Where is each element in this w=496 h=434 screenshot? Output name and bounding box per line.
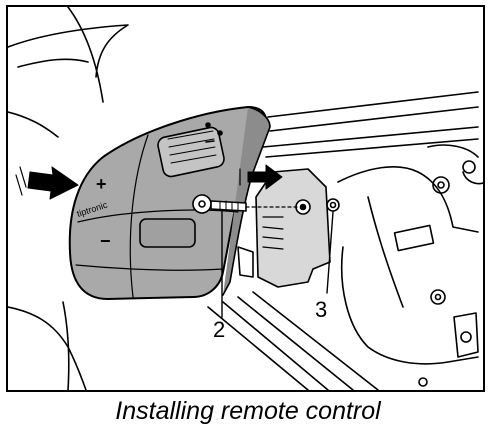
plus-button-label: + — [96, 174, 107, 194]
figure-caption: Installing remote control — [115, 397, 381, 425]
callout-leaders — [221, 211, 334, 318]
direction-arrows — [15, 164, 283, 200]
minus-button-label: − — [100, 231, 111, 251]
screw — [192, 194, 301, 214]
hub-structure — [337, 144, 483, 387]
diagram-drawing: tiptronic + − — [8, 7, 483, 390]
spoke-lines — [207, 91, 479, 390]
washer — [326, 198, 340, 212]
callout-3: 3 — [315, 297, 328, 322]
steering-wheel-outline — [8, 7, 129, 390]
remote-control-housing: tiptronic + − — [68, 106, 271, 300]
mounting-bracket — [237, 168, 331, 288]
callout-2: 2 — [213, 317, 226, 342]
installation-diagram: tiptronic + − 2 — [6, 5, 485, 392]
